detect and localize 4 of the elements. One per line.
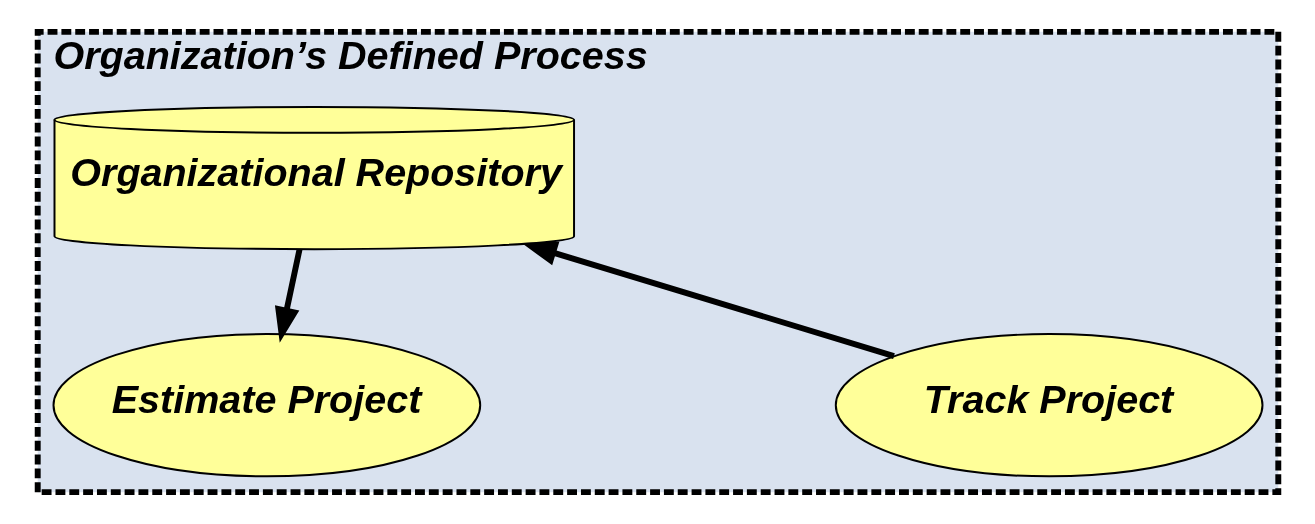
node-ellipse: Track Project	[834, 333, 1263, 478]
node-ellipse: Estimate Project	[52, 333, 481, 478]
arrow	[274, 248, 302, 343]
arrow	[521, 241, 895, 359]
